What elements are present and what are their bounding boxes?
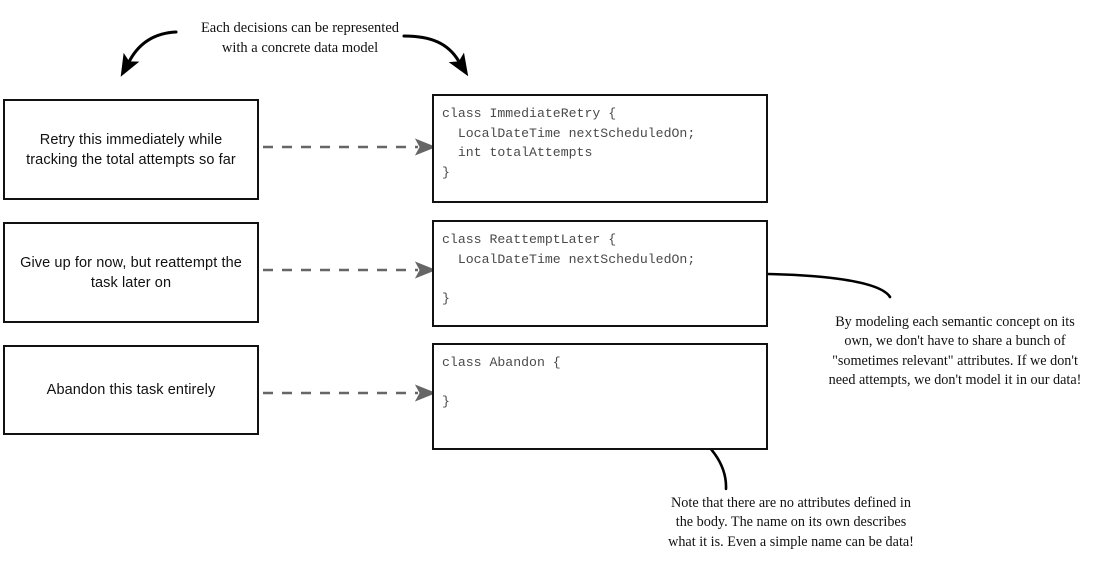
annotation-top-note: Each decisions can be represented with a… bbox=[200, 20, 400, 56]
annotation-bottom-note: Note that there are no attributes define… bbox=[668, 495, 914, 550]
curved-arrow-top-left bbox=[120, 30, 178, 77]
decision-box-abandon[interactable]: Abandon this task entirely bbox=[3, 345, 259, 435]
code-snippet: class Abandon { } bbox=[442, 355, 561, 409]
annotation-right-note: By modeling each semantic concept on its… bbox=[828, 314, 1082, 388]
decision-box-reattempt-later[interactable]: Give up for now, but reattempt the task … bbox=[3, 222, 259, 323]
code-box-abandon[interactable]: class Abandon { } bbox=[432, 343, 768, 450]
code-snippet: class ReattemptLater { LocalDateTime nex… bbox=[442, 232, 696, 306]
decision-text: Give up for now, but reattempt the task … bbox=[20, 254, 242, 291]
decision-text: Abandon this task entirely bbox=[46, 382, 216, 398]
decision-text: Retry this immediately while tracking th… bbox=[26, 131, 236, 168]
decision-box-immediate-retry[interactable]: Retry this immediately while tracking th… bbox=[3, 99, 259, 200]
code-box-immediate-retry[interactable]: class ImmediateRetry { LocalDateTime nex… bbox=[432, 94, 768, 203]
code-snippet: class ImmediateRetry { LocalDateTime nex… bbox=[442, 106, 696, 180]
code-box-reattempt-later[interactable]: class ReattemptLater { LocalDateTime nex… bbox=[432, 220, 768, 327]
